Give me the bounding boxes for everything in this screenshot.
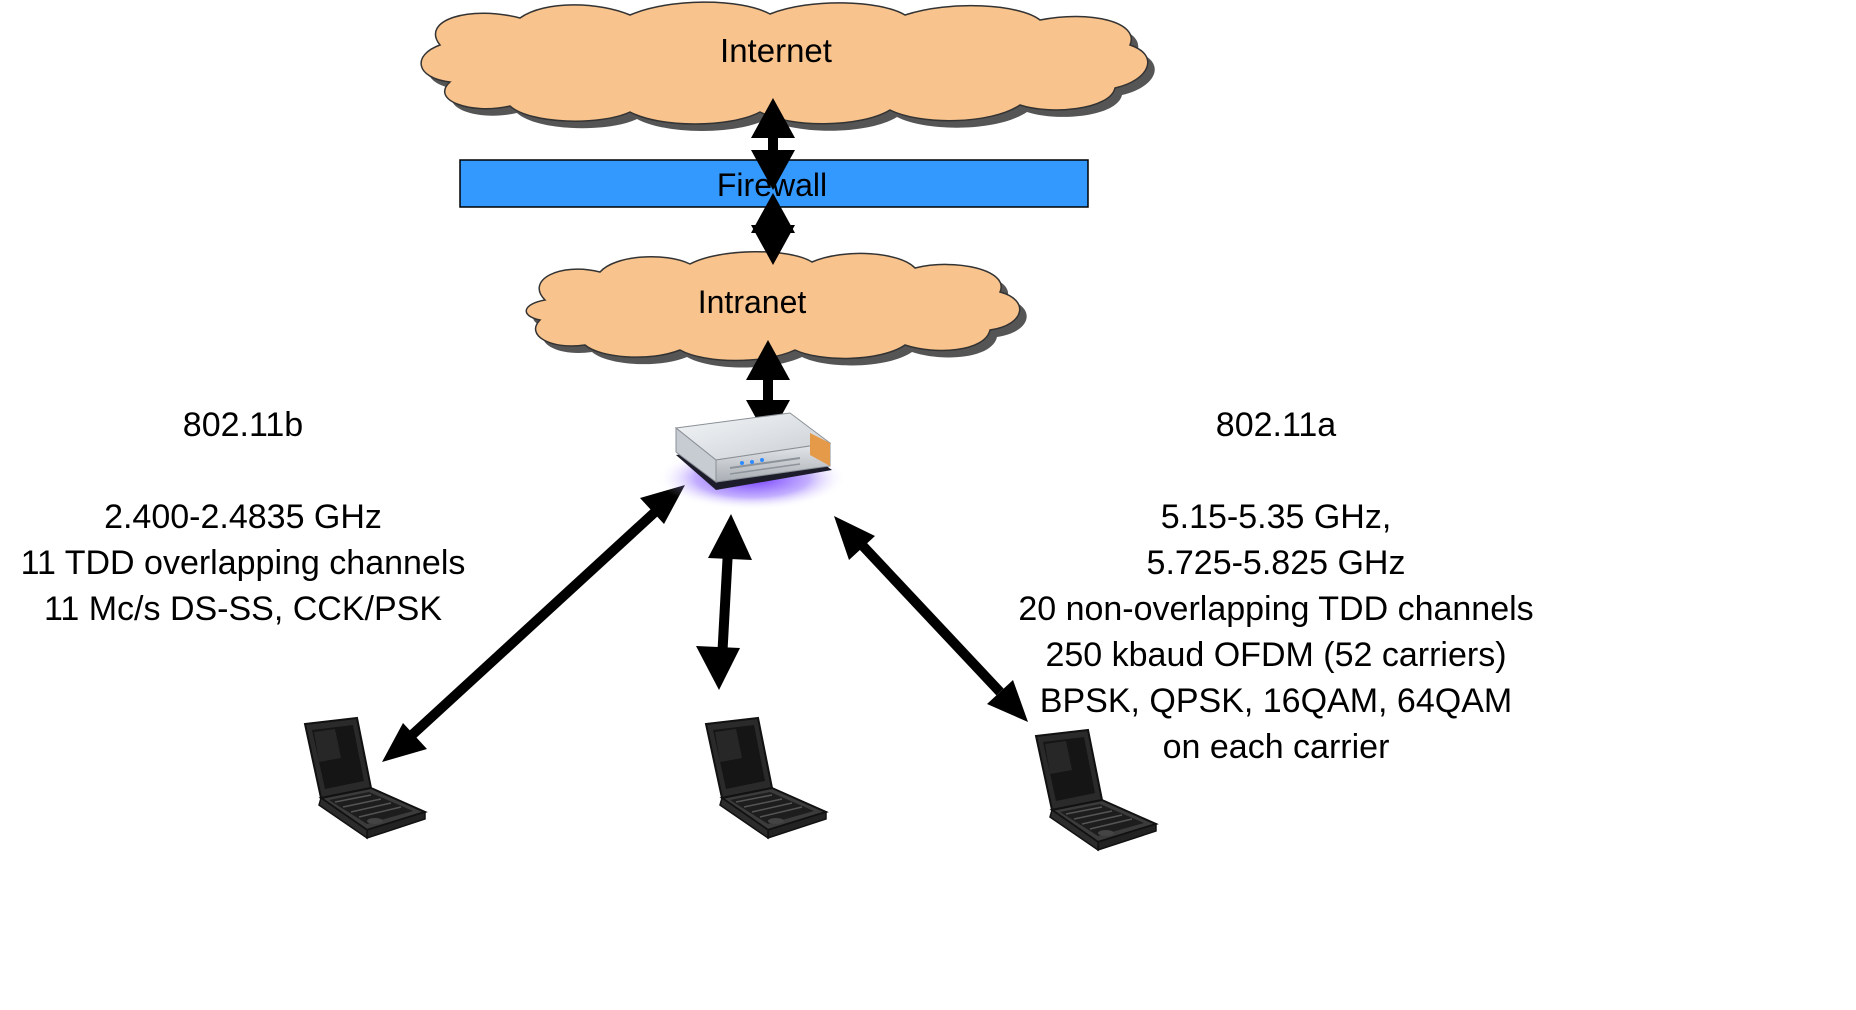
internet-cloud: [420, 1, 1155, 131]
standard-80211a-line: 250 kbaud OFDM (52 carriers): [1045, 636, 1507, 674]
laptop-icon: [705, 717, 827, 839]
standard-80211a-line: on each carrier: [1162, 728, 1390, 766]
firewall-label: Firewall: [717, 167, 827, 203]
standard-80211a-line: 5.15-5.35 GHz,: [1160, 498, 1392, 536]
wireless-access-point-icon: [657, 412, 847, 510]
standard-80211b-line: 11 TDD overlapping channels: [20, 544, 466, 582]
internet-label: Internet: [720, 32, 832, 69]
standard-80211a-line: 5.725-5.825 GHz: [1146, 544, 1406, 582]
standard-80211a-line: 20 non-overlapping TDD channels: [1018, 590, 1534, 628]
arrow-accesspoint-laptop-3: [834, 516, 1028, 722]
intranet-label: Intranet: [698, 284, 807, 320]
standard-80211b-line: 2.400-2.4835 GHz: [104, 498, 382, 536]
intranet-cloud: [525, 251, 1027, 368]
arrow-internet-firewall: [751, 98, 795, 190]
standard-80211a-title: 802.11a: [1215, 406, 1337, 444]
standard-80211a-info: 802.11a 5.15-5.35 GHz, 5.725-5.825 GHz 2…: [1000, 402, 1552, 770]
standard-80211a-line: BPSK, QPSK, 16QAM, 64QAM: [1039, 682, 1513, 720]
connection-arrows: [382, 98, 1028, 762]
arrow-accesspoint-laptop-2: [696, 514, 752, 690]
standard-80211b-line: 11 Mc/s DS-SS, CCK/PSK: [43, 590, 443, 628]
standard-80211b-title: 802.11b: [182, 406, 304, 444]
standard-80211b-info: 802.11b 2.400-2.4835 GHz 11 TDD overlapp…: [0, 402, 486, 632]
arrow-firewall-intranet: [751, 193, 795, 265]
